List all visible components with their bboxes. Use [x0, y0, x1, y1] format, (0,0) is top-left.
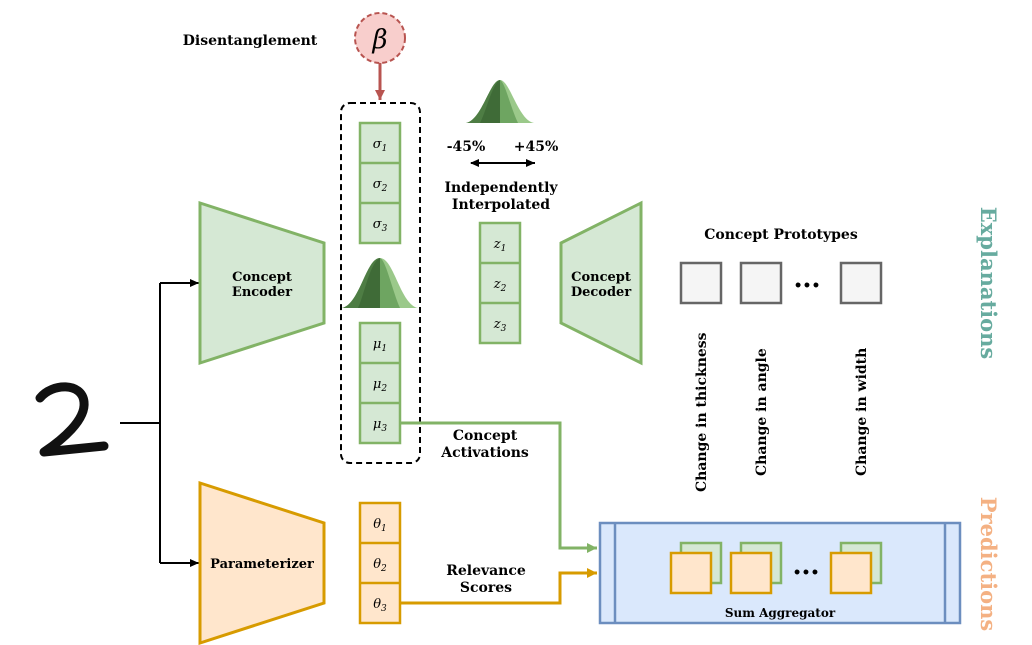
- concept-encoder-label-2: Encoder: [232, 285, 292, 300]
- concept-decoder: Concept Decoder: [559, 200, 643, 366]
- prototype-box-3: [839, 261, 883, 305]
- prototype-box-1: [679, 261, 723, 305]
- gaussian-icon-interp: [466, 80, 534, 123]
- concept-activations-label-2: Activations: [440, 445, 529, 461]
- concept-activations-connector: [400, 421, 597, 553]
- aggregator-ellipsis: •••: [793, 565, 820, 581]
- prototype-ellipsis: •••: [794, 278, 821, 294]
- theta-vector: θ1 θ2 θ3: [358, 501, 402, 625]
- disentanglement-label: Disentanglement: [183, 33, 318, 49]
- parameterizer: Parameterizer: [198, 480, 326, 645]
- plus45-label: +45%: [514, 139, 559, 155]
- theta-cell-1: θ1: [373, 517, 387, 534]
- z-cell-2: z2: [493, 277, 507, 294]
- interp-label-1: Independently: [444, 180, 558, 196]
- prototype-boxes: •••: [679, 261, 883, 305]
- input-branch-connectors: [120, 279, 199, 567]
- mu-vector: μ1 μ2 μ3: [358, 321, 402, 445]
- concept-encoder: Concept Encoder: [198, 200, 326, 366]
- sum-aggregator: ••• Sum Aggregator: [598, 521, 962, 625]
- prototype-change-1: Change in thickness: [694, 332, 710, 492]
- interp-label-2: Interpolated: [452, 197, 550, 213]
- mu-cell-1: μ1: [373, 337, 387, 354]
- aggregator-relevance-box-2: [729, 551, 773, 595]
- sigma-cell-1: σ1: [373, 137, 388, 154]
- theta-cell-2: θ2: [373, 557, 387, 574]
- mu-cell-2: μ2: [373, 377, 387, 394]
- predictions-side-label: Predictions: [976, 497, 1001, 631]
- concept-prototypes-title: Concept Prototypes: [704, 227, 858, 243]
- concept-decoder-label-2: Decoder: [571, 285, 631, 300]
- parameterizer-label: Parameterizer: [210, 557, 314, 572]
- sum-aggregator-label: Sum Aggregator: [725, 606, 836, 620]
- beta-node: β: [354, 12, 406, 64]
- gaussian-icon-latent: [342, 258, 418, 308]
- prototype-change-3: Change in width: [854, 348, 870, 476]
- mu-cell-3: μ3: [373, 417, 387, 434]
- z-cell-1: z1: [493, 237, 507, 254]
- input-digit-image: [35, 382, 109, 457]
- minus45-label: -45%: [447, 139, 486, 155]
- relevance-label-2: Scores: [460, 580, 512, 596]
- sigma-vector: σ1 σ2 σ3: [358, 121, 402, 245]
- aggregator-relevance-box-1: [669, 551, 713, 595]
- latent-group-dashed: [340, 102, 421, 464]
- relevance-label-1: Relevance: [446, 563, 526, 579]
- sigma-cell-2: σ2: [373, 177, 388, 194]
- z-cell-3: z3: [493, 317, 507, 334]
- prototype-box-2: [739, 261, 783, 305]
- concept-encoder-label-1: Concept: [232, 270, 292, 285]
- sigma-cell-3: σ3: [373, 217, 388, 234]
- concept-decoder-label-1: Concept: [571, 270, 631, 285]
- prototype-change-2: Change in angle: [754, 348, 770, 476]
- aggregator-relevance-box-3: [829, 551, 873, 595]
- explanations-side-label: Explanations: [976, 207, 1001, 359]
- beta-symbol: β: [371, 25, 387, 55]
- z-vector: z1 z2 z3: [478, 221, 522, 345]
- relevance-connector: [400, 568, 597, 605]
- theta-cell-3: θ3: [373, 597, 387, 614]
- concept-activations-label-1: Concept: [453, 428, 518, 444]
